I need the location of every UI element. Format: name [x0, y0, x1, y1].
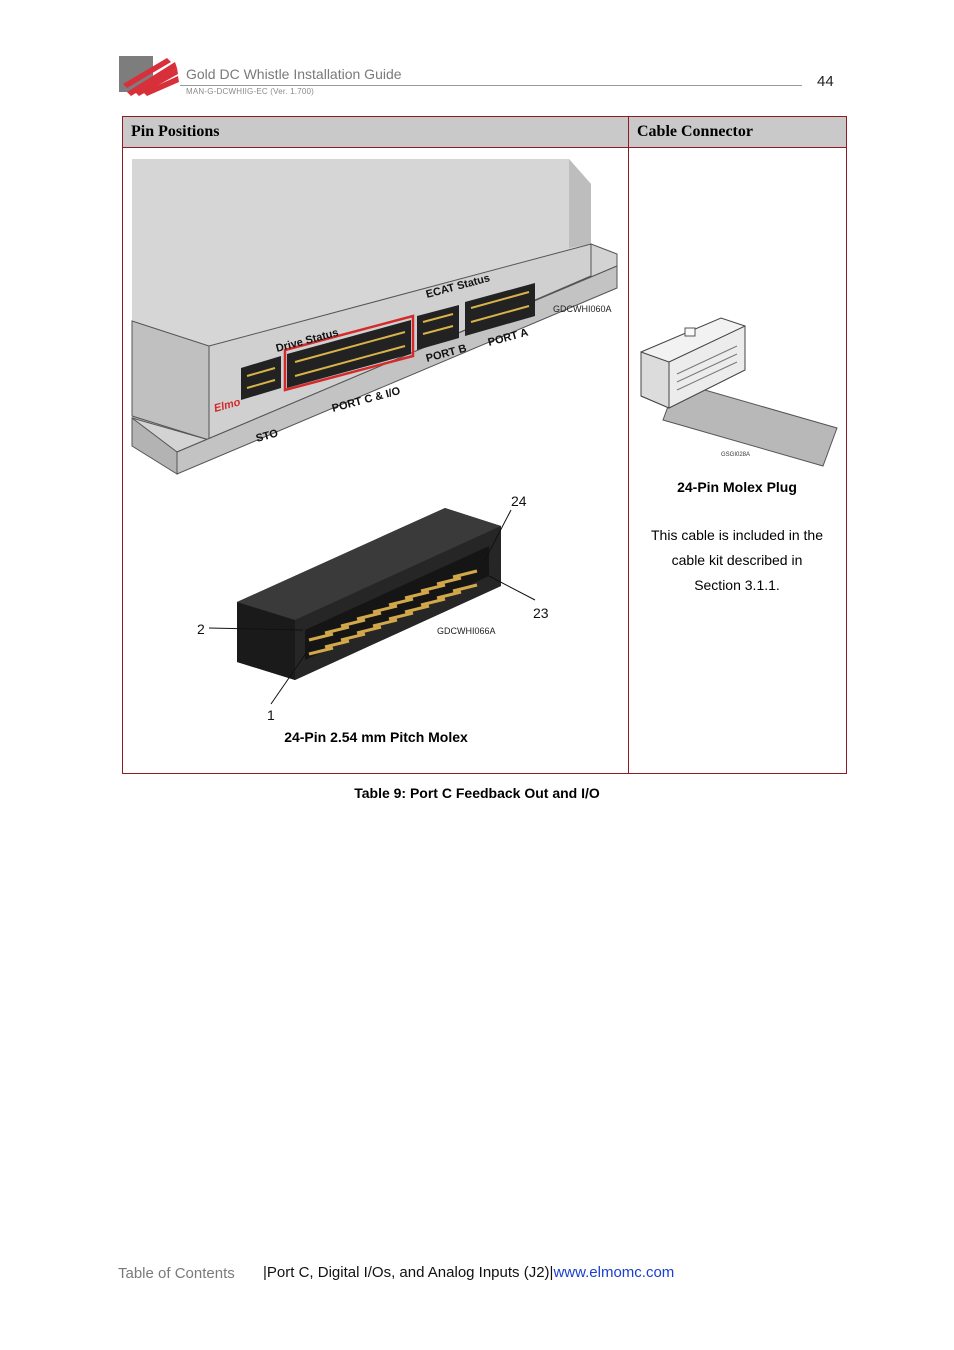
header-title: Gold DC Whistle Installation Guide	[186, 66, 402, 82]
col-header-pin-positions: Pin Positions	[122, 116, 629, 148]
footer-section: |Port C, Digital I/Os, and Analog Inputs…	[263, 1264, 674, 1281]
footer-section-title: |Port C, Digital I/Os, and Analog Inputs…	[263, 1264, 554, 1281]
port-c-table: Pin Positions Cable Connector	[122, 116, 847, 774]
pin-label-2: 2	[197, 621, 205, 637]
connector-figure-id: GDCWHI066A	[437, 626, 496, 636]
cable-figure-id: GSGI028A	[721, 452, 750, 458]
connector-pins	[308, 569, 478, 656]
cable-description-line-1: This cable is included in the	[651, 527, 823, 543]
cable-title: 24-Pin Molex Plug	[677, 479, 797, 495]
molex-connector-figure: 24 23 2 1 GDCWHI066A	[197, 493, 549, 723]
cable-description: This cable is included in the cable kit …	[629, 523, 845, 598]
cable-description-line-2: cable kit described in	[671, 552, 803, 568]
cable-description-line-3: Section 3.1.1.	[694, 577, 780, 593]
pin-positions-cell: Drive Status ECAT Status PORT B PORT A P…	[122, 147, 629, 774]
col-header-cable-connector: Cable Connector	[628, 116, 847, 148]
footer-website-link[interactable]: www.elmomc.com	[553, 1264, 675, 1281]
device-front-panel-figure: Drive Status ECAT Status PORT B PORT A P…	[131, 159, 618, 475]
molex-plug-cable-figure: GSGI028A	[640, 317, 838, 467]
pin-label-1: 1	[267, 707, 275, 723]
table-caption: Table 9: Port C Feedback Out and I/O	[354, 785, 600, 801]
document-id: MAN-G-DCWHIIG-EC (Ver. 1.700)	[186, 87, 315, 96]
port-c-highlight	[283, 314, 415, 392]
pin-label-24: 24	[511, 493, 527, 509]
device-figure-id: GDCWHI060A	[553, 304, 612, 314]
label-sto: STO	[255, 427, 280, 445]
cable-connector-cell: GSGI028A 24-Pin Molex Plug This cable is…	[628, 147, 847, 774]
footer-toc-link[interactable]: Table of Contents	[118, 1265, 235, 1282]
pin-label-23: 23	[533, 605, 549, 621]
connector-caption: 24-Pin 2.54 mm Pitch Molex	[284, 729, 468, 745]
header-rule	[180, 85, 802, 86]
page-number: 44	[817, 73, 834, 90]
elmo-logo	[119, 56, 179, 96]
